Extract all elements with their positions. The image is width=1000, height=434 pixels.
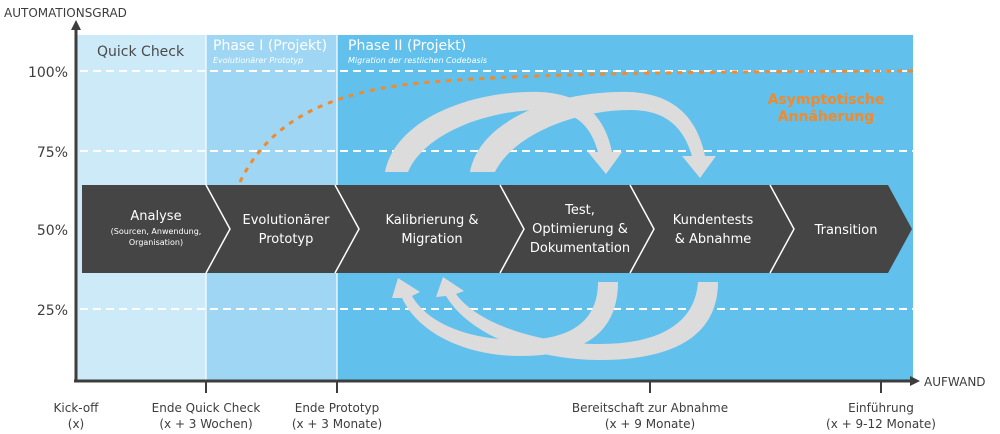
step-separator bbox=[629, 184, 655, 274]
milestone-sublabel: (x + 9 Monate) bbox=[605, 417, 695, 431]
step-label-transition: Transition bbox=[814, 223, 878, 238]
step-label-test: Dokumentation bbox=[530, 241, 630, 256]
milestone-label: Ende Quick Check bbox=[152, 401, 261, 415]
step-label-test: Test, bbox=[564, 203, 595, 218]
step-sub-analyse: (Sourcen, Anwendung, bbox=[111, 227, 202, 236]
step-sub-analyse: Organisation) bbox=[129, 238, 183, 247]
step-label-kalibrierung: Migration bbox=[401, 232, 462, 247]
curve-label-line2: Annäherung bbox=[778, 109, 875, 125]
cycle-arrow-lower-right bbox=[436, 277, 718, 360]
milestone-label: Kick-off bbox=[54, 401, 100, 415]
milestone-label: Ende Prototyp bbox=[295, 401, 380, 415]
step-label-test: Optimierung & bbox=[532, 222, 628, 237]
milestone-label: Bereitschaft zur Abnahme bbox=[572, 401, 728, 415]
step-separator bbox=[205, 184, 231, 274]
milestone-label: Einführung bbox=[848, 401, 914, 415]
step-label-prototyp: Prototyp bbox=[259, 232, 314, 247]
step-test bbox=[500, 185, 654, 273]
step-kalibrierung bbox=[335, 185, 524, 273]
y-tick-label: 100% bbox=[28, 65, 68, 81]
step-separator bbox=[769, 184, 795, 274]
phase-subtitle-phase1: Evolutionärer Prototyp bbox=[213, 56, 303, 65]
step-label-prototyp: Evolutionärer bbox=[243, 213, 331, 228]
phase-title-phase1: Phase I (Projekt) bbox=[213, 38, 327, 54]
y-axis-title: AUTOMATIONSGRAD bbox=[4, 6, 127, 20]
step-separator bbox=[334, 184, 360, 274]
step-label-kundentests: & Abnahme bbox=[675, 232, 752, 247]
y-tick-label: 25% bbox=[37, 303, 68, 319]
cycle-arrow-lower-left bbox=[392, 278, 618, 356]
milestone-sublabel: (x) bbox=[68, 417, 84, 431]
phase-title-quick-check: Quick Check bbox=[97, 44, 185, 60]
step-transition bbox=[770, 185, 912, 273]
step-separator bbox=[499, 184, 525, 274]
step-kundentests bbox=[630, 185, 794, 273]
y-tick-label: 50% bbox=[37, 223, 68, 239]
step-label-kalibrierung: Kalibrierung & bbox=[385, 213, 478, 228]
phase-subtitle-phase2: Migration der restlichen Codebasis bbox=[348, 56, 487, 65]
milestone-sublabel: (x + 3 Wochen) bbox=[159, 417, 252, 431]
milestone-sublabel: (x + 3 Monate) bbox=[292, 417, 382, 431]
x-axis-title: AUFWAND bbox=[924, 375, 986, 389]
step-label-kundentests: Kundentests bbox=[673, 213, 754, 228]
phase-title-phase2: Phase II (Projekt) bbox=[348, 38, 466, 54]
step-analyse bbox=[82, 185, 230, 273]
milestone-sublabel: (x + 9-12 Monate) bbox=[826, 417, 936, 431]
step-label-analyse: Analyse bbox=[130, 209, 181, 224]
step-prototyp bbox=[206, 185, 359, 273]
y-tick-label: 75% bbox=[37, 145, 68, 161]
cycle-arrow-upper-right bbox=[470, 91, 716, 178]
curve-label-line1: Asymptotische bbox=[768, 92, 885, 108]
